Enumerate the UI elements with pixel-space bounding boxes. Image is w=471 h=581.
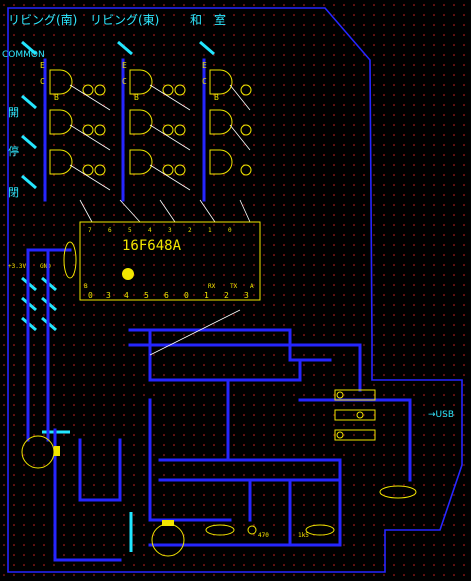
svg-text:E: E <box>40 61 45 70</box>
open-label-1: 開 <box>8 106 19 119</box>
pic-16f648a-chip: 16F648A 7 6 5 4 3 2 1 0 B RX TX A 0 3 4 … <box>63 221 261 301</box>
transistor-array: E C B E C B <box>40 61 252 223</box>
gnd-label: GND <box>40 263 51 270</box>
board-outline <box>7 7 463 573</box>
svg-text:4: 4 <box>148 227 152 234</box>
svg-text:1: 1 <box>208 227 212 234</box>
svg-text:B: B <box>214 93 219 102</box>
chip-logo-icon <box>122 268 134 280</box>
bottom-capacitor <box>151 520 185 557</box>
diagonal-jumper <box>149 309 241 356</box>
bottom-right-component <box>379 485 417 499</box>
title-east: リビング(東) <box>90 13 159 27</box>
svg-text:E: E <box>202 61 207 70</box>
common-label: COMMON <box>2 50 45 60</box>
svg-text:RX: RX <box>208 283 216 290</box>
chip-name: 16F648A <box>122 238 182 254</box>
svg-text:470: 470 <box>258 532 269 539</box>
transistor-col-1: E C B <box>40 61 106 176</box>
title-japanese-room: 和 室 <box>190 12 226 27</box>
title-south: リビング(南) <box>8 12 77 27</box>
svg-text:0: 0 <box>228 227 232 234</box>
svg-text:6: 6 <box>164 291 169 300</box>
svg-text:C: C <box>122 77 127 86</box>
svg-text:3: 3 <box>168 227 172 234</box>
transistor-col-2: E C B <box>122 61 186 176</box>
svg-text:2: 2 <box>224 291 229 300</box>
resistor-1k5: 1k5 <box>298 524 335 539</box>
svg-text:0: 0 <box>184 291 189 300</box>
svg-text:4: 4 <box>124 291 129 300</box>
svg-text:6: 6 <box>108 227 112 234</box>
lower-traces <box>53 328 412 562</box>
svg-text:2: 2 <box>188 227 192 234</box>
svg-text:7: 7 <box>88 227 92 234</box>
svg-text:1: 1 <box>204 291 209 300</box>
left-capacitor <box>21 435 60 469</box>
usb-label: →USB <box>428 410 454 420</box>
svg-text:B: B <box>54 93 59 102</box>
svg-text:1k5: 1k5 <box>298 532 309 539</box>
svg-text:A: A <box>250 283 254 290</box>
svg-text:5: 5 <box>128 227 132 234</box>
svg-text:E: E <box>122 61 127 70</box>
svg-text:B: B <box>134 93 139 102</box>
svg-text:3: 3 <box>106 291 111 300</box>
svg-text:C: C <box>202 77 207 86</box>
svg-text:5: 5 <box>144 291 149 300</box>
stop-label: 停 <box>8 144 19 158</box>
svg-text:C: C <box>40 77 45 86</box>
transistor-col-3: E C B <box>202 61 252 176</box>
resistor-470: 470 <box>205 524 269 539</box>
open-label-2: 閉 <box>8 186 19 199</box>
svg-text:B: B <box>84 283 88 290</box>
column-traces <box>26 58 206 442</box>
usb-connector-block <box>334 389 376 441</box>
svg-text:0: 0 <box>88 291 93 300</box>
svg-text:3: 3 <box>244 291 249 300</box>
svg-text:TX: TX <box>230 283 238 290</box>
v33-label: +3.3V <box>8 263 26 270</box>
